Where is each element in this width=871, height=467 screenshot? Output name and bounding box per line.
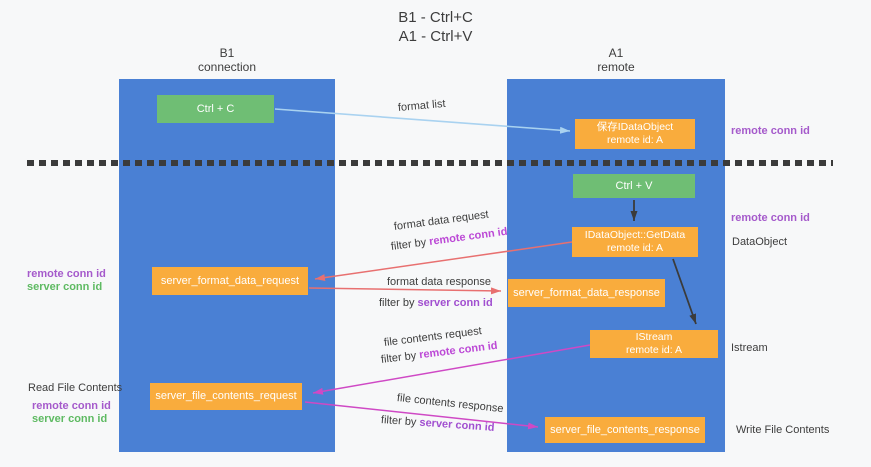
title-line-1: B1 - Ctrl+C [398, 9, 473, 26]
label-remote-conn-id-mid: remote conn id [731, 212, 810, 224]
node-server-file-contents-request: server_file_contents_request [150, 383, 302, 410]
arrow-format-data-response [308, 287, 502, 295]
node-ctrl-v: Ctrl + V [573, 174, 695, 198]
diagram-title: B1 - Ctrl+C A1 - Ctrl+V [0, 8, 871, 46]
save-idataobject-line1: 保存IDataObject [596, 121, 674, 133]
remote-conn-id-text: remote conn id [428, 225, 509, 248]
label-dataobject: DataObject [732, 236, 788, 248]
lane-a1-role: remote [597, 60, 635, 74]
getdata-line1: IDataObject::GetData [584, 229, 686, 241]
left-conn-id-cluster-bottom: remote conn id server conn id [32, 400, 111, 426]
node-server-file-contents-response: server_file_contents_response [545, 417, 705, 443]
server-conn-id-text: server conn id [419, 416, 495, 434]
label-filter-server-1: filter by server conn id [379, 297, 493, 309]
istream-line2: remote id: A [625, 344, 683, 356]
lane-header-b1: B1 connection [119, 46, 335, 74]
label-left-server-conn-id-bottom: server conn id [32, 413, 108, 425]
title-line-2: A1 - Ctrl+V [398, 28, 473, 45]
lane-a1-name: A1 [608, 46, 624, 60]
label-file-contents-response: file contents response [396, 392, 505, 416]
lane-b1-name: B1 [219, 46, 235, 60]
server-file-contents-request-label: server_file_contents_request [155, 390, 297, 402]
node-server-format-data-response: server_format_data_response [508, 279, 665, 307]
label-write-file-contents: Write File Contents [736, 424, 830, 436]
label-filter-server-2: filter by server conn id [381, 414, 495, 434]
node-server-format-data-request: server_format_data_request [152, 267, 308, 295]
label-format-list: format list [397, 97, 447, 114]
server-file-contents-response-label: server_file_contents_response [550, 423, 700, 436]
label-left-server-conn-id-top: server conn id [27, 281, 103, 293]
node-ctrl-c: Ctrl + C [157, 95, 274, 123]
filter-by-text: filter by [390, 236, 430, 253]
save-idataobject-line2: remote id: A [606, 134, 664, 146]
lane-b1-role: connection [197, 60, 257, 74]
server-format-data-response-label: server_format_data_response [513, 286, 660, 299]
node-istream: IStream remote id: A [590, 330, 718, 358]
label-left-remote-conn-id-top: remote conn id [27, 268, 106, 280]
filter-by-text: filter by [380, 414, 420, 429]
label-format-data-response: format data response [387, 276, 491, 288]
node-idataobject-getdata: IDataObject::GetData remote id: A [572, 227, 698, 257]
label-read-file-contents: Read File Contents [28, 382, 123, 394]
label-left-remote-conn-id-bottom: remote conn id [32, 400, 111, 412]
getdata-line2: remote id: A [606, 242, 664, 254]
node-save-idataobject: 保存IDataObject remote id: A [575, 119, 695, 149]
label-remote-conn-id-top: remote conn id [731, 125, 810, 137]
lane-header-a1: A1 remote [507, 46, 725, 74]
server-format-data-request-label: server_format_data_request [160, 274, 300, 287]
left-conn-id-cluster-top: remote conn id server conn id [27, 268, 106, 294]
filter-by-text: filter by [379, 297, 418, 309]
filter-by-text: filter by [380, 349, 420, 366]
ctrl-c-label: Ctrl + C [196, 103, 235, 115]
istream-line1: IStream [635, 331, 673, 343]
server-conn-id-text: server conn id [417, 297, 493, 309]
ctrl-v-label: Ctrl + V [615, 180, 653, 192]
dashed-separator [27, 160, 833, 166]
label-istream: Istream [731, 342, 768, 354]
